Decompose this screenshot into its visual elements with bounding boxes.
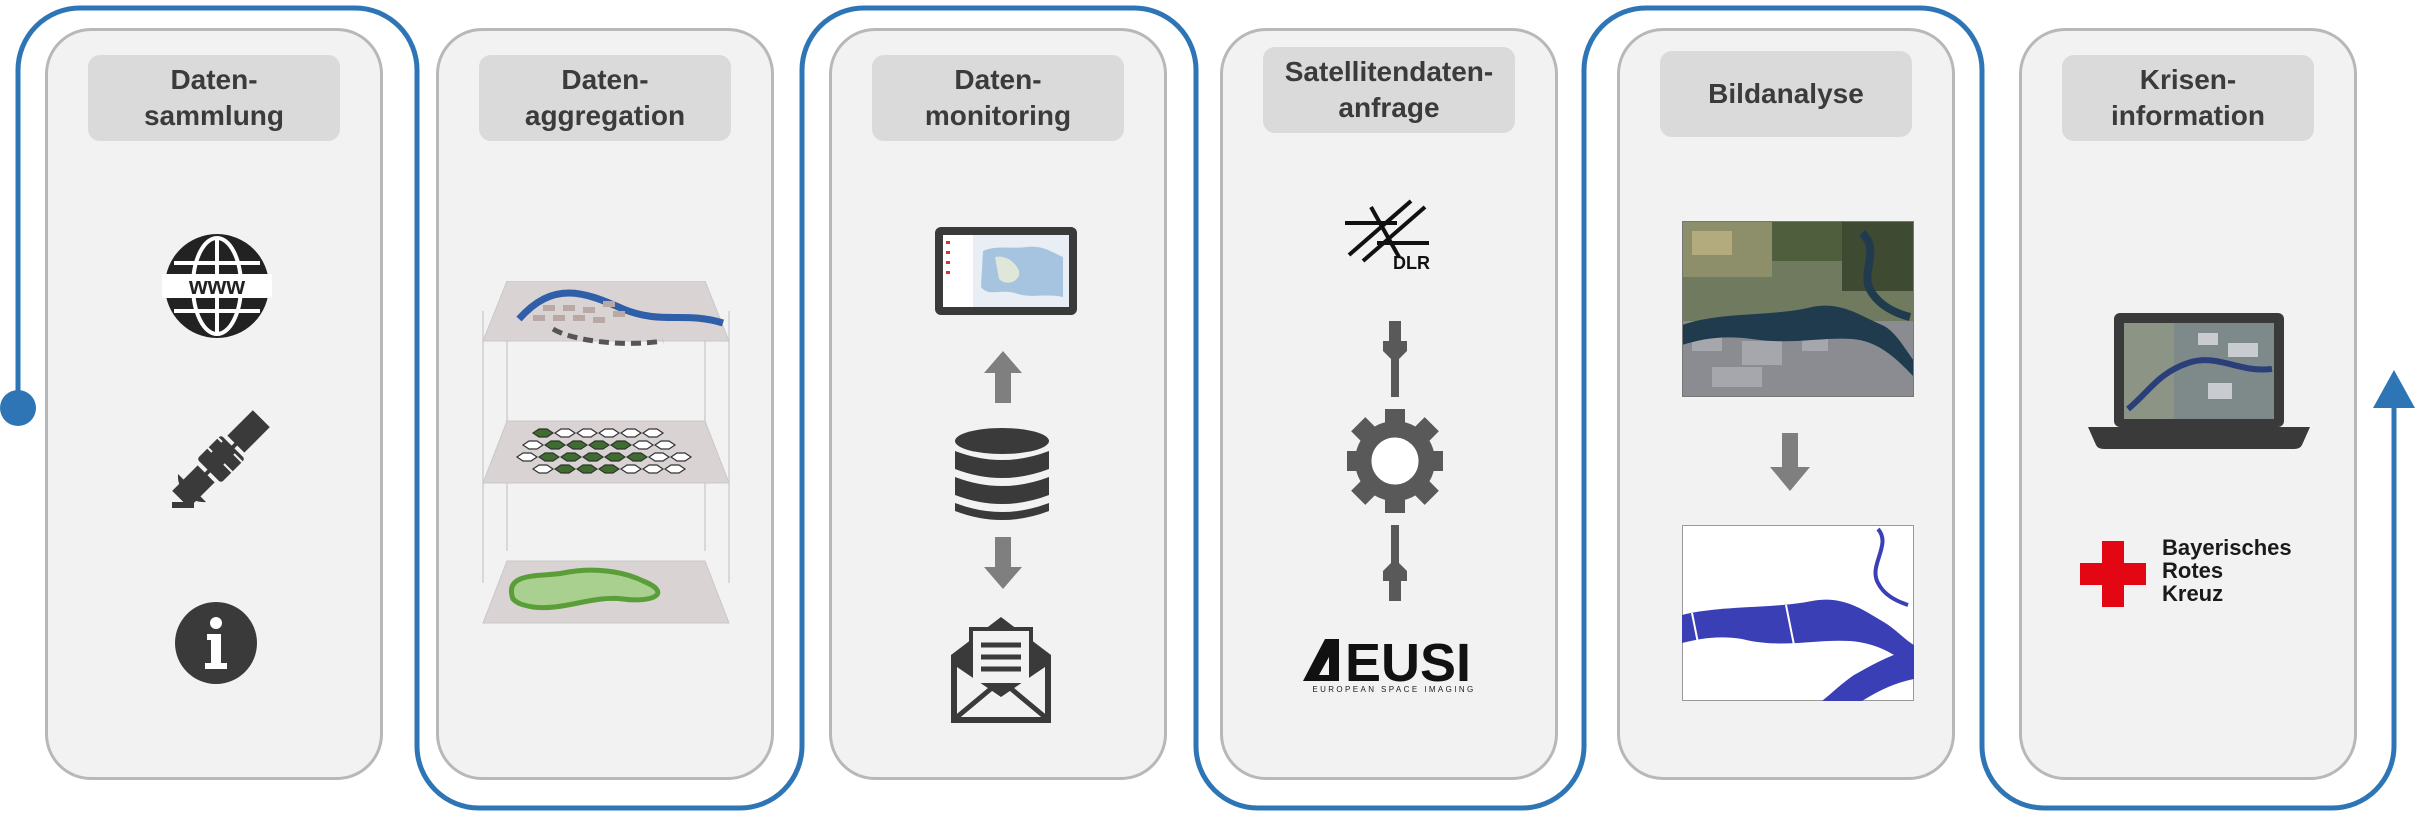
svg-text:EUSI: EUSI [1345,635,1471,685]
svg-text:www: www [188,273,245,300]
eusi-logo-subtitle: EUROPEAN SPACE IMAGING [1312,685,1476,694]
tablet-map-icon [935,227,1077,315]
water-mask-image [1682,525,1914,701]
arrow-down-icon [1770,433,1810,491]
red-cross-logo [2080,541,2146,607]
flow-start-dot [0,390,36,426]
step-kriseninformation: Krisen-information Bayerisches Rotes Kre… [2019,28,2357,780]
flow-end-arrow [2373,370,2415,408]
step-satellitendatenanfrage: Satellitendaten-anfrage DLR [1220,28,1558,780]
gear-connector-icon [1347,321,1443,601]
www-globe-icon: www [162,234,272,338]
mail-icon [951,617,1051,723]
step-datensammlung: Daten-sammlung www [45,28,383,780]
satellite-image [1682,221,1914,397]
arrow-up-icon [984,351,1022,403]
database-icon [955,428,1049,520]
step-title: Satellitendaten-anfrage [1263,47,1515,133]
step-title: Daten-sammlung [88,55,340,141]
step-title: Bildanalyse [1660,51,1912,137]
eusi-logo: EUSI [1303,635,1471,685]
arrow-down-icon [984,537,1022,589]
satellite-icon [172,410,270,508]
step-datenaggregation: Daten-aggregation [436,28,774,780]
step-title: Daten-monitoring [872,55,1124,141]
laptop-map-icon [2088,313,2310,449]
dlr-logo-text: DLR [1393,253,1430,273]
info-icon [175,602,257,684]
step-datenmonitoring: Daten-monitoring [829,28,1167,780]
step-title: Krisen-information [2062,55,2314,141]
dlr-logo [1345,199,1429,263]
step-title: Daten-aggregation [479,55,731,141]
step-bildanalyse: Bildanalyse [1617,28,1955,780]
map-layers-icon [482,281,730,624]
brk-logo-text: Bayerisches Rotes Kreuz [2162,535,2292,606]
